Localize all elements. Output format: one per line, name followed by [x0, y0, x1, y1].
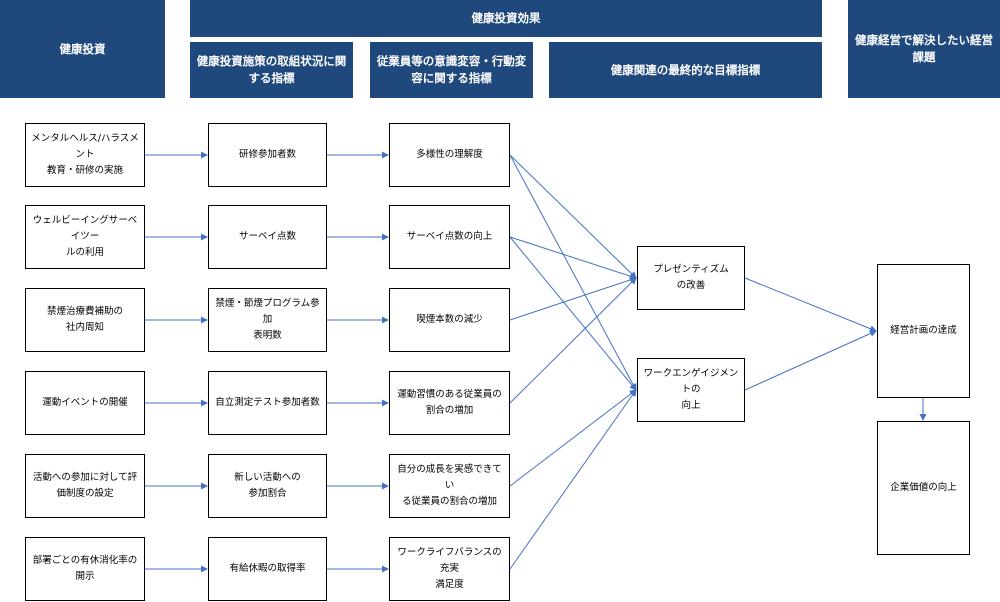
- arrow: [509, 277, 637, 404]
- arrow: [509, 154, 637, 391]
- investment-item-4: 運動イベントの開催: [25, 371, 145, 435]
- issue-item-business-plan: 経営計画の達成: [877, 264, 970, 398]
- awareness-item-4: 運動習慣のある従業員の 割合の増加: [389, 371, 510, 435]
- investment-item-3: 禁煙治療費補助の 社内周知: [25, 288, 145, 352]
- arrow: [509, 236, 637, 280]
- measure-item-6: 有給休暇の取得率: [208, 537, 327, 601]
- investment-item-6: 部署ごとの有休消化率の 開示: [25, 537, 145, 601]
- awareness-item-1: 多様性の理解度: [389, 123, 510, 187]
- awareness-item-6: ワークライフバランスの充実 満足度: [389, 537, 510, 601]
- awareness-item-5: 自分の成長を実感できてい る従業員の割合の増加: [389, 454, 510, 518]
- arrow: [509, 276, 637, 321]
- arrow: [509, 236, 637, 391]
- issue-item-corporate-value: 企業価値の向上: [877, 421, 970, 555]
- measure-item-4: 自立測定テスト参加者数: [208, 371, 327, 435]
- goal-item-engagement: ワークエンゲイジメントの 向上: [637, 358, 745, 422]
- investment-item-5: 活動への参加に対して評 価制度の設定: [25, 454, 145, 518]
- arrow: [744, 277, 877, 332]
- header-investment-effect: 健康投資効果: [190, 0, 822, 37]
- header-measures: 健康投資施策の取組状況に関 する指標: [190, 42, 353, 98]
- investment-item-2: ウェルビーイングサーベイツー ルの利用: [25, 205, 145, 269]
- goal-item-presenteeism: プレゼンティズム の改善: [637, 246, 745, 310]
- awareness-item-2: サーベイ点数の向上: [389, 205, 510, 269]
- header-final-goals: 健康関連の最終的な目標指標: [549, 42, 822, 98]
- arrow: [509, 154, 637, 279]
- arrow: [744, 330, 877, 391]
- header-management-issues: 健康経営で解決したい経営 課題: [848, 0, 1000, 98]
- measure-item-2: サーベイ点数: [208, 205, 327, 269]
- header-awareness: 従業員等の意識変容・行動変 容に関する指標: [370, 42, 533, 98]
- header-investment: 健康投資: [0, 0, 165, 98]
- measure-item-5: 新しい活動への 参加割合: [208, 454, 327, 518]
- arrow: [509, 389, 637, 487]
- measure-item-1: 研修参加者数: [208, 123, 327, 187]
- awareness-item-3: 喫煙本数の減少: [389, 288, 510, 352]
- investment-item-1: メンタルヘルス/ハラスメント 教育・研修の実施: [25, 123, 145, 187]
- measure-item-3: 禁煙・節煙プログラム参加 表明数: [208, 288, 327, 352]
- arrow: [509, 389, 637, 570]
